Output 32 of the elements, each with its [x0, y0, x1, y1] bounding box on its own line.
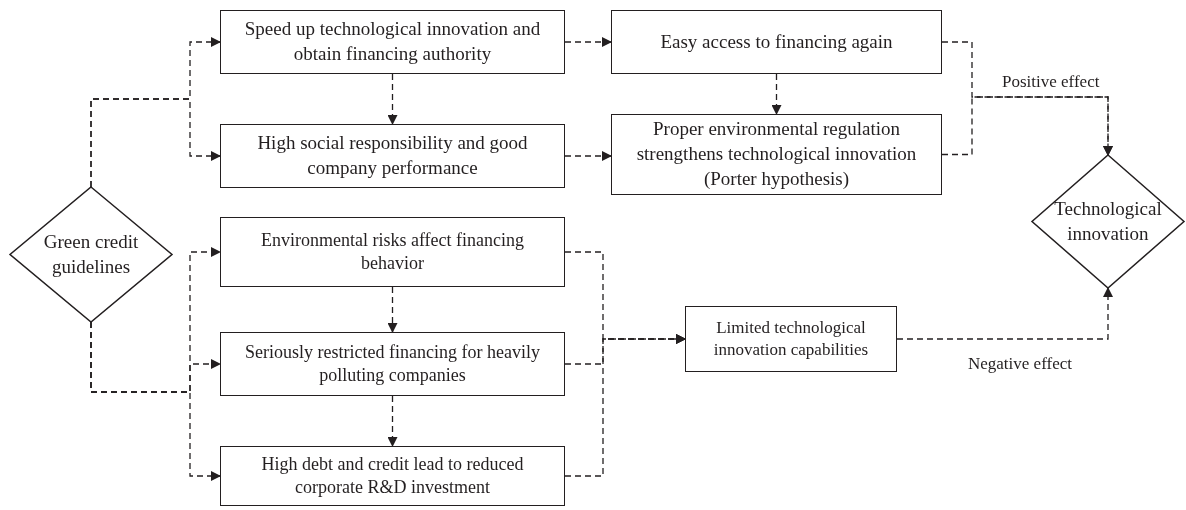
- node-text: Technological innovation: [1053, 196, 1163, 246]
- dashed-arrow: [941, 96, 1113, 156]
- process-box: [220, 124, 565, 188]
- dashed-arrow: [564, 151, 612, 161]
- dashed-arrow: [896, 287, 1113, 340]
- node-text: Green credit guidelines: [42, 229, 140, 279]
- node-text: Limited technological innovation capabilities: [712, 316, 870, 361]
- node-text: Easy access to financing again: [660, 29, 893, 54]
- decision-diamond: [10, 187, 172, 322]
- process-box: [611, 10, 942, 74]
- node-text: High debt and credit lead to reduced corporate R&D investment: [260, 452, 525, 499]
- node-text: Environmental risks affect financing behavior: [259, 228, 526, 275]
- dashed-arrow: [564, 334, 686, 477]
- dashed-arrow: [90, 98, 221, 188]
- dashed-arrow: [387, 73, 398, 125]
- node-text: Seriously restricted financing for heavily polluting companies: [244, 340, 541, 387]
- dashed-arrow: [771, 73, 782, 115]
- node-text: Speed up technological innovation and obtain financing authority: [243, 17, 542, 66]
- dashed-arrow: [564, 37, 612, 47]
- dashed-arrow: [387, 286, 398, 333]
- process-box: [685, 306, 897, 372]
- dashed-arrow: [387, 395, 398, 447]
- process-box: [220, 446, 565, 506]
- decision-diamond: [1032, 155, 1184, 288]
- process-box: [220, 332, 565, 396]
- edge-label: Negative effect: [966, 354, 1074, 374]
- node-text: High social responsibility and good company performance: [256, 131, 529, 180]
- process-box: [220, 217, 565, 287]
- dashed-arrow: [90, 321, 221, 481]
- process-box: [611, 114, 942, 195]
- node-text: Proper environmental regulation strengthens technological innovation (Porter hypothesis): [635, 117, 918, 191]
- process-box: [220, 10, 565, 74]
